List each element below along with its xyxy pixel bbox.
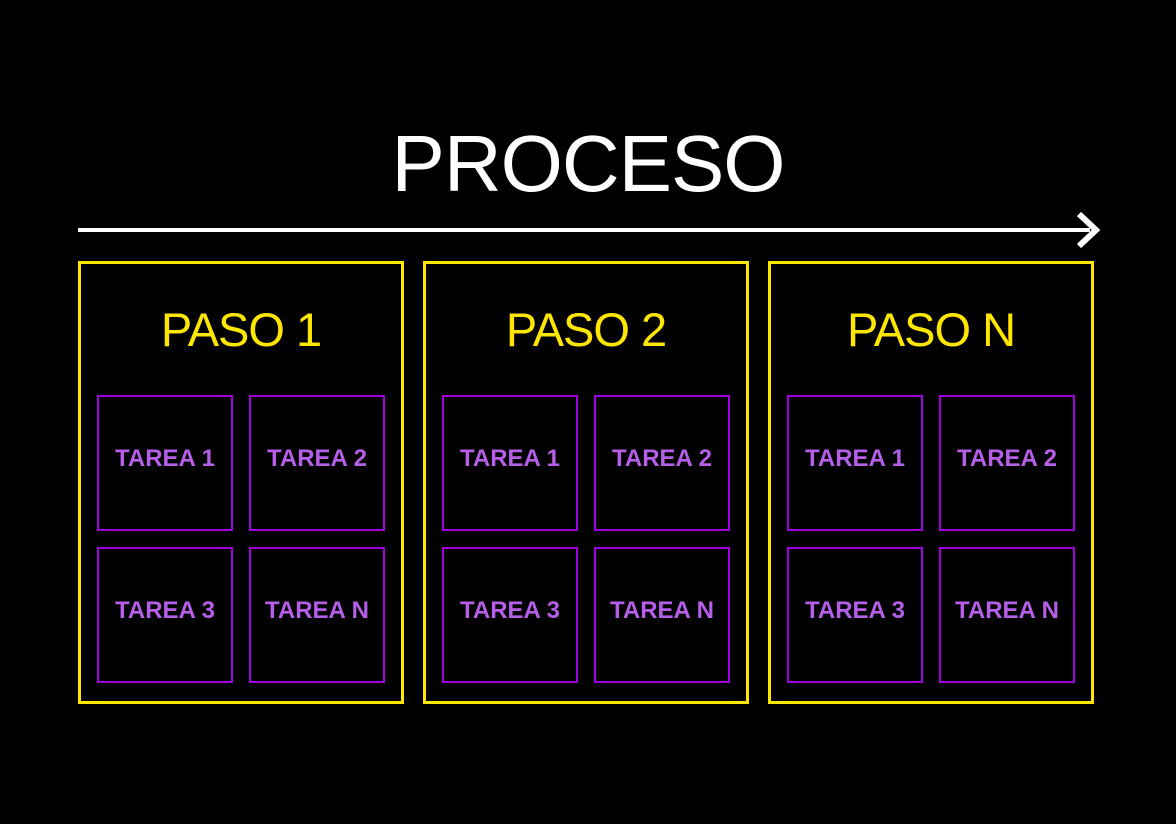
task-box: TAREA 1 (442, 395, 578, 531)
task-label: TAREA 3 (459, 597, 560, 624)
arrow-right-icon (78, 211, 1101, 249)
task-label: TAREA 2 (956, 445, 1057, 472)
task-grid: TAREA 1 TAREA 2 TAREA 3 TAREA N (771, 395, 1091, 701)
step-box-paso-1: PASO 1 TAREA 1 TAREA 2 TAREA 3 TAREA N (78, 261, 404, 704)
task-box: TAREA 1 (97, 395, 233, 531)
task-box: TAREA N (594, 547, 730, 683)
step-box-paso-2: PASO 2 TAREA 1 TAREA 2 TAREA 3 TAREA N (423, 261, 749, 704)
task-box: TAREA N (249, 547, 385, 683)
task-label: TAREA 3 (804, 597, 905, 624)
task-box: TAREA 3 (442, 547, 578, 683)
task-label: TAREA 3 (114, 597, 215, 624)
task-label: TAREA 1 (804, 445, 905, 472)
task-label: TAREA N (265, 597, 369, 624)
task-box: TAREA 2 (939, 395, 1075, 531)
task-box: TAREA 3 (787, 547, 923, 683)
step-title: PASO N (846, 303, 1016, 356)
step-title: PASO 2 (505, 303, 667, 356)
task-box: TAREA 2 (594, 395, 730, 531)
diagram-title: PROCESO (391, 119, 785, 208)
task-label: TAREA 1 (114, 445, 215, 472)
steps-row: PASO 1 TAREA 1 TAREA 2 TAREA 3 TAREA N P… (78, 261, 1094, 704)
task-label: TAREA 1 (459, 445, 560, 472)
task-grid: TAREA 1 TAREA 2 TAREA 3 TAREA N (426, 395, 746, 701)
step-box-paso-n: PASO N TAREA 1 TAREA 2 TAREA 3 TAREA N (768, 261, 1094, 704)
task-box: TAREA 2 (249, 395, 385, 531)
task-grid: TAREA 1 TAREA 2 TAREA 3 TAREA N (81, 395, 401, 701)
task-label: TAREA 2 (266, 445, 367, 472)
task-box: TAREA 1 (787, 395, 923, 531)
task-box: TAREA 3 (97, 547, 233, 683)
task-label: TAREA 2 (611, 445, 712, 472)
step-title: PASO 1 (160, 303, 322, 356)
task-box: TAREA N (939, 547, 1075, 683)
task-label: TAREA N (610, 597, 714, 624)
task-label: TAREA N (955, 597, 1059, 624)
